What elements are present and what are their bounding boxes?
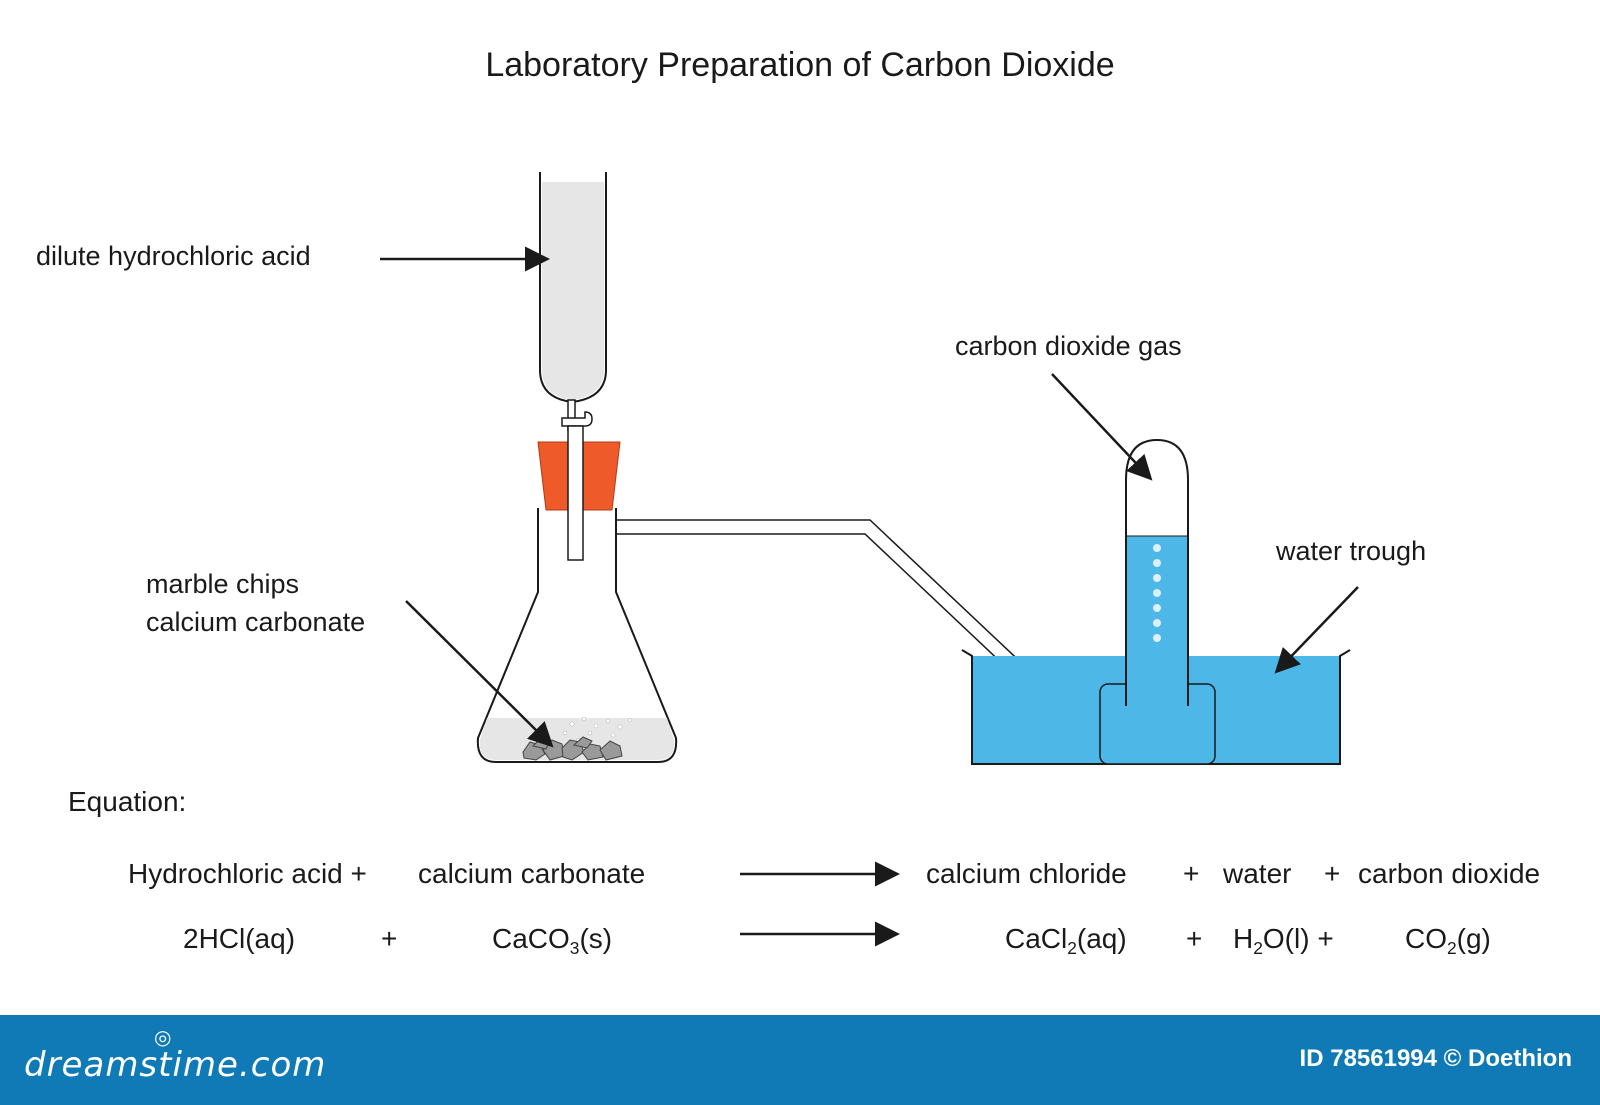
- symbol-plus-2: +: [1186, 923, 1203, 954]
- symbol-product-1: CaCl2(aq): [1005, 923, 1127, 959]
- gas-jar: [1125, 438, 1189, 706]
- word-plus-1: +: [1183, 858, 1200, 889]
- acid-label: dilute hydrochloric acid: [36, 241, 311, 271]
- marble-arrow-icon: [405, 600, 554, 748]
- logo-mark-icon: ◎: [154, 1027, 172, 1049]
- funnel-stem: [567, 425, 584, 561]
- word-product-3: carbon dioxide: [1358, 858, 1541, 889]
- symbol-product-2: H2O(l) +: [1233, 923, 1334, 959]
- page-title: Laboratory Preparation of Carbon Dioxide: [485, 46, 1115, 84]
- gas-label: carbon dioxide gas: [955, 331, 1182, 361]
- apparatus-diagram: [380, 172, 1359, 947]
- word-plus-2: +: [1324, 858, 1341, 889]
- symbol-reactant-2: CaCO3(s): [492, 923, 613, 959]
- trough-label: water trough: [1276, 536, 1427, 566]
- tap-icon: [561, 411, 593, 427]
- site-logo[interactable]: dreamstime.com: [24, 1045, 327, 1085]
- symbol-product-3: CO2(g): [1405, 923, 1491, 959]
- dropping-funnel: [539, 172, 607, 431]
- trough-arrow-icon: [1274, 586, 1359, 674]
- symbol-plus-1: +: [381, 923, 398, 954]
- word-product-1: calcium chloride: [926, 858, 1127, 889]
- marble-label-line1: marble chips: [146, 569, 300, 599]
- image-id-credit: ID 78561994 © Doethion: [1299, 1045, 1572, 1072]
- gas-arrow-icon: [1051, 373, 1153, 481]
- symbol-reactant-1: 2HCl(aq): [183, 923, 296, 954]
- marble-label-line2: calcium carbonate: [146, 607, 366, 637]
- word-product-2: water: [1223, 858, 1292, 889]
- word-reactant-1: Hydrochloric acid +: [128, 858, 367, 889]
- gas-bubbles: [1153, 544, 1161, 642]
- word-reactant-2: calcium carbonate: [418, 858, 646, 889]
- footer-bar: dreamstime.com ◎ ID 78561994 © Doethion: [0, 1015, 1600, 1105]
- equation-heading: Equation:: [68, 786, 187, 817]
- acid-liquid: [542, 182, 604, 400]
